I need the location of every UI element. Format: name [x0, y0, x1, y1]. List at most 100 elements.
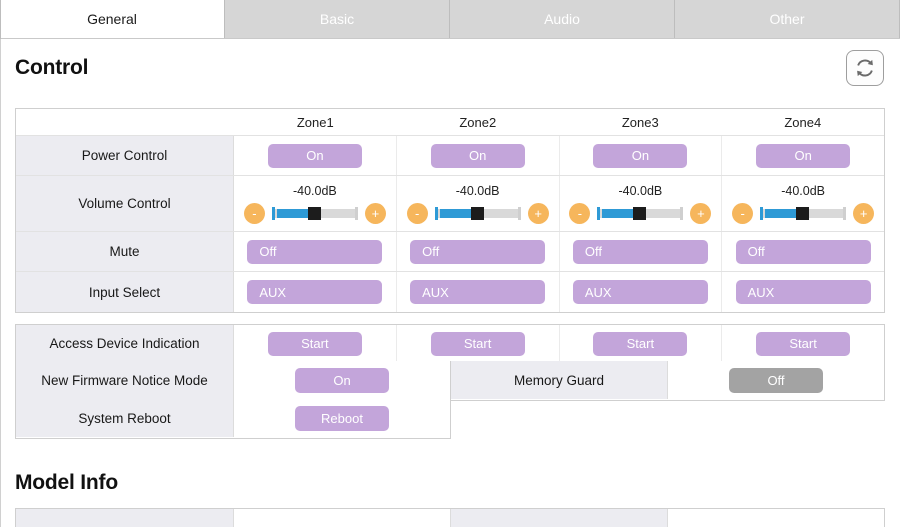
cell-power-zone2: On: [397, 136, 560, 175]
row-volume-control: Volume Control -40.0dB -: [16, 176, 884, 232]
memory-guard-button[interactable]: Off: [729, 367, 823, 393]
slider-min-tick: [760, 207, 764, 220]
row-label-new-firmware-notice-mode: New Firmware Notice Mode: [16, 361, 234, 399]
cell-input-zone1: AUX: [234, 272, 397, 312]
volume-decrease-zone1[interactable]: -: [243, 202, 265, 224]
cell-input-zone2: AUX: [397, 272, 560, 312]
slider-max-tick: [517, 207, 521, 220]
row-label-power-control: Power Control: [16, 136, 234, 175]
cell-mute-zone1: Off: [234, 232, 397, 271]
column-header-zone4: Zone4: [784, 114, 822, 130]
volume-decrease-zone4[interactable]: -: [732, 202, 754, 224]
cell-mute-zone3: Off: [560, 232, 723, 271]
row-label-access-device-indication: Access Device Indication: [16, 325, 234, 362]
model-info-label-cell-1: [16, 509, 234, 527]
mute-dropdown-zone2[interactable]: Off: [410, 239, 546, 264]
slider-min-tick: [597, 207, 601, 220]
tab-general[interactable]: General: [0, 0, 225, 38]
model-info-value-cell-2: [668, 509, 884, 527]
cell-mute-zone2: Off: [397, 232, 560, 271]
system-reboot-row: System Reboot Reboot: [15, 399, 451, 439]
cell-access-zone1: Start: [234, 325, 397, 362]
volume-slider-zone4[interactable]: [760, 207, 847, 220]
system-reboot-button[interactable]: Reboot: [295, 405, 389, 431]
tab-basic-label: Basic: [319, 11, 355, 27]
tab-other-label: Other: [769, 11, 805, 27]
cell-power-zone4: On: [722, 136, 884, 175]
model-info-label-cell-2: [451, 509, 668, 527]
input-select-dropdown-zone4[interactable]: AUX: [735, 280, 871, 304]
tabbar-left-edge: [0, 0, 1, 39]
cell-firmware-value: On: [234, 361, 451, 399]
slider-min-tick: [271, 207, 275, 220]
volume-decrease-zone2[interactable]: -: [406, 202, 428, 224]
input-select-dropdown-zone2[interactable]: AUX: [410, 280, 546, 304]
volume-increase-zone4[interactable]: +: [853, 202, 875, 224]
column-header-zone1: Zone1: [296, 114, 334, 130]
volume-decrease-zone3[interactable]: -: [569, 202, 591, 224]
row-label-input-select: Input Select: [16, 272, 234, 312]
tab-audio[interactable]: Audio: [450, 0, 675, 38]
slider-thumb[interactable]: [470, 207, 484, 220]
access-start-button-zone4[interactable]: Start: [756, 331, 851, 356]
cell-system-reboot-value: Reboot: [234, 399, 450, 437]
refresh-button[interactable]: [846, 50, 884, 86]
header-spacer: [16, 109, 234, 135]
access-start-button-zone1[interactable]: Start: [267, 331, 362, 356]
slider-thumb[interactable]: [307, 207, 321, 220]
slider-thumb[interactable]: [633, 207, 647, 220]
volume-value-zone1: -40.0dB: [292, 183, 337, 198]
volume-value-zone4: -40.0dB: [781, 183, 826, 198]
control-table: Zone1 Zone2 Zone3 Zone4 Power Control On…: [15, 108, 885, 313]
volume-increase-zone2[interactable]: +: [527, 202, 549, 224]
mute-dropdown-zone3[interactable]: Off: [572, 239, 708, 264]
power-button-zone1[interactable]: On: [267, 143, 362, 168]
cell-input-zone4: AUX: [722, 272, 884, 312]
volume-slider-zone3[interactable]: [597, 207, 684, 220]
cell-power-zone3: On: [560, 136, 723, 175]
page-body: Control Zone1 Zone2 Zone3 Zone4 Power Co…: [0, 39, 900, 527]
mute-dropdown-zone4[interactable]: Off: [735, 239, 871, 264]
volume-value-zone2: -40.0dB: [455, 183, 500, 198]
row-label-system-reboot: System Reboot: [16, 399, 234, 437]
cell-volume-zone2: -40.0dB - +: [397, 176, 560, 231]
volume-slider-zone2[interactable]: [434, 207, 521, 220]
row-access-device-indication: Access Device Indication Start Start Sta…: [16, 325, 884, 362]
slider-fill: [439, 209, 471, 218]
volume-increase-zone1[interactable]: +: [364, 202, 386, 224]
tab-other[interactable]: Other: [675, 0, 900, 38]
cell-access-zone2: Start: [397, 325, 560, 362]
tab-general-label: General: [87, 11, 137, 27]
volume-increase-zone3[interactable]: +: [690, 202, 712, 224]
model-info-heading: Model Info: [15, 471, 118, 494]
access-device-indication-table: Access Device Indication Start Start Sta…: [15, 324, 885, 363]
mute-dropdown-zone1[interactable]: Off: [247, 239, 383, 264]
row-power-control: Power Control On On On On: [16, 136, 884, 176]
access-start-button-zone3[interactable]: Start: [593, 331, 688, 356]
cell-access-zone3: Start: [560, 325, 723, 362]
slider-fill: [765, 209, 797, 218]
column-header-zone2: Zone2: [459, 114, 497, 130]
firmware-notice-button[interactable]: On: [295, 367, 389, 393]
tab-basic[interactable]: Basic: [225, 0, 450, 38]
input-select-dropdown-zone3[interactable]: AUX: [572, 280, 708, 304]
row-label-volume-control: Volume Control: [16, 176, 234, 231]
volume-value-zone3: -40.0dB: [618, 183, 663, 198]
power-button-zone4[interactable]: On: [756, 143, 851, 168]
firmware-memoryguard-row: New Firmware Notice Mode On Memory Guard…: [15, 361, 885, 401]
volume-slider-zone1[interactable]: [271, 207, 358, 220]
model-info-table: [15, 508, 885, 527]
model-info-row: [16, 509, 884, 527]
cell-volume-zone3: -40.0dB - +: [560, 176, 723, 231]
power-button-zone3[interactable]: On: [593, 143, 688, 168]
cell-memory-guard-value: Off: [668, 361, 884, 399]
control-table-header: Zone1 Zone2 Zone3 Zone4: [16, 109, 884, 136]
power-button-zone2[interactable]: On: [430, 143, 525, 168]
slider-thumb[interactable]: [796, 207, 810, 220]
cell-mute-zone4: Off: [722, 232, 884, 271]
tab-bar: General Basic Audio Other: [0, 0, 900, 39]
row-label-mute: Mute: [16, 232, 234, 271]
input-select-dropdown-zone1[interactable]: AUX: [247, 280, 383, 304]
column-header-zone3: Zone3: [621, 114, 659, 130]
access-start-button-zone2[interactable]: Start: [430, 331, 525, 356]
